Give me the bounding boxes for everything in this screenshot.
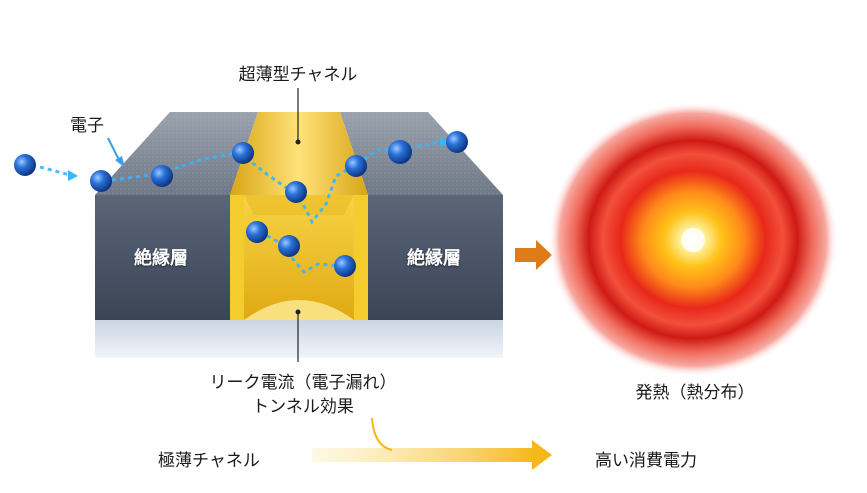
label-heat: 発熱（熱分布） bbox=[635, 383, 755, 403]
electron-arrowheads bbox=[68, 137, 450, 181]
electron bbox=[388, 140, 412, 164]
insulator-block-left bbox=[95, 112, 258, 320]
label-tunnel-effect: トンネル効果 bbox=[252, 397, 354, 417]
electron bbox=[90, 170, 112, 192]
label-insulator-left: 絶縁層 bbox=[134, 248, 188, 269]
base-slab bbox=[95, 318, 503, 358]
label-insulator-right: 絶縁層 bbox=[407, 248, 461, 269]
heat-map bbox=[548, 102, 838, 377]
electron bbox=[14, 154, 36, 176]
electron bbox=[232, 142, 254, 164]
electron bbox=[151, 165, 173, 187]
electron bbox=[446, 131, 468, 153]
bottom-arrow bbox=[312, 417, 552, 470]
insulator-block-right bbox=[340, 112, 503, 320]
electron bbox=[334, 255, 356, 277]
label-leak-current: リーク電流（電子漏れ） bbox=[209, 373, 397, 393]
pointer-lines bbox=[107, 88, 301, 362]
electrons bbox=[14, 131, 468, 277]
arrow-to-heat bbox=[515, 240, 552, 270]
electron bbox=[246, 221, 268, 243]
electron bbox=[345, 155, 367, 177]
label-thin-channel: 極薄チャネル bbox=[158, 451, 260, 471]
label-electron: 電子 bbox=[70, 116, 104, 136]
label-channel-top: 超薄型チャネル bbox=[238, 65, 358, 85]
electron bbox=[278, 235, 300, 257]
label-high-power: 高い消費電力 bbox=[595, 451, 697, 471]
gold-channel bbox=[230, 112, 368, 320]
electron bbox=[285, 181, 307, 203]
